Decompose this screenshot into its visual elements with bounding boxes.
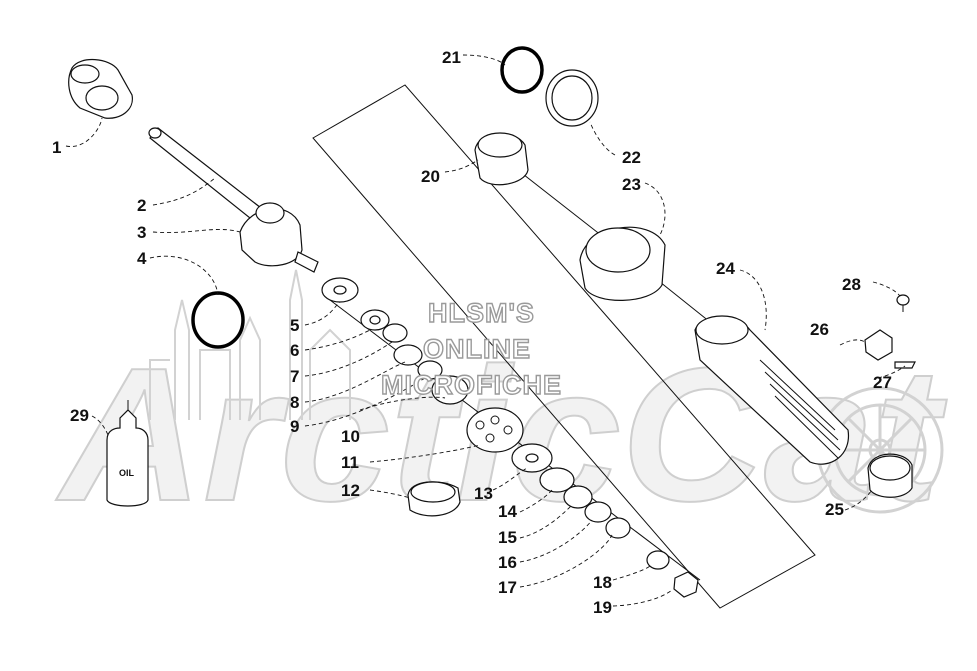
part-3-body [239, 202, 319, 273]
label-part-21: 21 [442, 48, 461, 67]
label-part-28: 28 [842, 275, 861, 294]
label-part-17: 17 [498, 578, 517, 597]
part-22-ring [545, 69, 599, 127]
part-11-piston [466, 407, 524, 453]
part-14-washer [539, 467, 575, 493]
label-part-27: 27 [873, 373, 892, 392]
label-part-26: 26 [810, 320, 829, 339]
part-26-valve [864, 329, 893, 361]
watermark-line-2: ONLINE [423, 334, 531, 364]
leader-lines [65, 54, 906, 607]
label-part-9: 9 [290, 417, 299, 436]
part-9-washer [417, 360, 443, 380]
label-part-2: 2 [137, 196, 146, 215]
label-part-24: 24 [716, 259, 735, 278]
part-28-screw [896, 294, 910, 312]
label-part-29: 29 [70, 406, 89, 425]
part-24-reservoir [694, 315, 850, 465]
part-labels: 1 2 3 4 5 6 7 8 9 10 11 12 13 14 15 16 1… [52, 48, 892, 617]
label-part-13: 13 [474, 484, 493, 503]
label-part-1: 1 [52, 138, 61, 157]
part-25-bushing [867, 453, 913, 498]
watermark-line-3: MICROFICHE [381, 370, 562, 400]
group-outline [312, 84, 816, 609]
part-21-o-ring [500, 46, 544, 94]
label-part-23: 23 [622, 175, 641, 194]
part-27-pin [894, 361, 916, 369]
label-part-11: 11 [341, 453, 359, 472]
washers-5-9 [321, 277, 469, 405]
label-part-7: 7 [290, 367, 299, 386]
part-20-cap [474, 132, 529, 186]
washers-13-17 [511, 443, 631, 539]
label-part-15: 15 [498, 528, 517, 547]
part-10-washer [431, 375, 469, 405]
label-part-4: 4 [137, 249, 147, 268]
part-18-washer [646, 550, 670, 570]
skyline-watermark [149, 269, 351, 420]
part-29-oil-bottle: OIL [106, 400, 149, 507]
label-part-12: 12 [341, 481, 360, 500]
label-part-3: 3 [137, 223, 146, 242]
part-7-washer [382, 323, 408, 343]
label-part-22: 22 [622, 148, 641, 167]
oil-bottle-label: OIL [119, 468, 135, 478]
watermark-line-1: HLSM'S [428, 298, 535, 328]
part-19-nut [673, 571, 699, 598]
part-2-shaft [148, 127, 271, 227]
label-part-18: 18 [593, 573, 612, 592]
part-23-spring-seat [579, 226, 666, 301]
label-part-16: 16 [498, 553, 517, 572]
label-part-25: 25 [825, 500, 844, 519]
label-part-14: 14 [498, 502, 517, 521]
part-17-washer [605, 517, 631, 539]
part-8-washer [393, 344, 423, 366]
label-part-6: 6 [290, 341, 299, 360]
text-watermark: HLSM'S ONLINE MICROFICHE [380, 297, 562, 400]
part-12-ring [407, 481, 461, 517]
label-part-20: 20 [421, 167, 440, 186]
part-1-bushing [68, 59, 133, 119]
label-part-8: 8 [290, 393, 299, 412]
label-part-19: 19 [593, 598, 612, 617]
part-15-washer [563, 485, 593, 509]
label-part-5: 5 [290, 316, 299, 335]
part-16-washer [584, 501, 612, 523]
label-part-10: 10 [341, 427, 360, 446]
